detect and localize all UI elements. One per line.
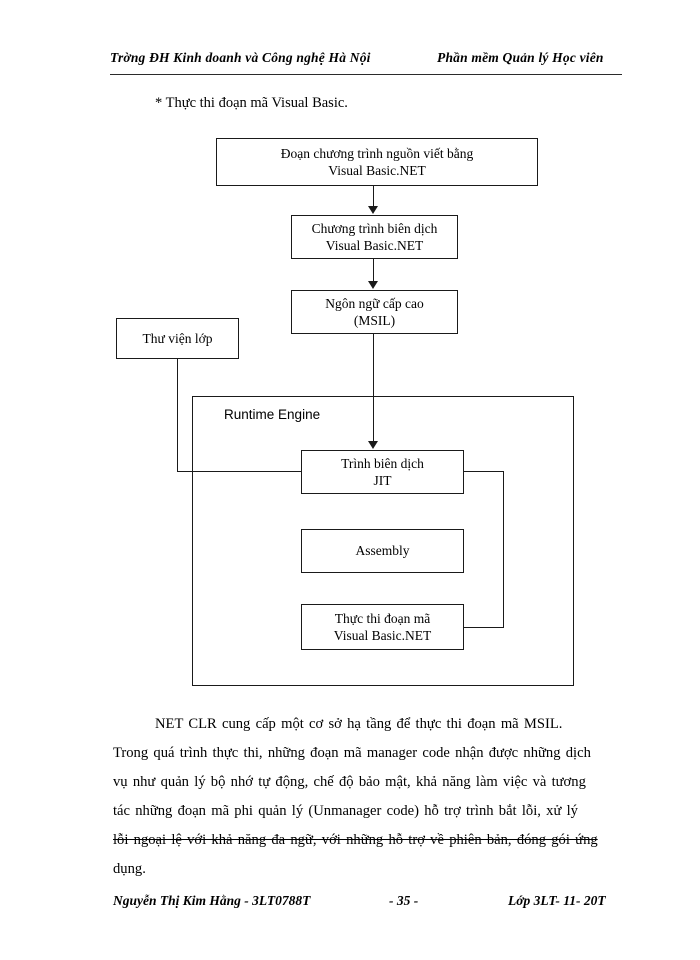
connector-library-drop	[177, 359, 178, 472]
header-university-name: Trờng ĐH Kinh doanh và Công nghệ Hà Nội	[110, 50, 371, 65]
runtime-engine-label: Runtime Engine	[224, 406, 320, 423]
node-source-code-line2: Visual Basic.NET	[328, 163, 426, 178]
node-msil-line2: (MSIL)	[353, 313, 396, 328]
node-source-code-line1: Đoạn chương trình nguồn viết bằng	[280, 145, 474, 161]
node-compiler: Chương trình biên dịch Visual Basic.NET	[291, 215, 458, 259]
connector-compiler-to-msil	[373, 259, 374, 282]
section-caption: * Thực thi đoạn mã Visual Basic.	[155, 95, 348, 111]
arrowhead-msil-icon	[368, 281, 378, 289]
node-execute-code: Thực thi đoạn mã Visual Basic.NET	[301, 604, 464, 650]
node-msil: Ngôn ngữ cấp cao (MSIL)	[291, 290, 458, 334]
node-execute-code-line2: Visual Basic.NET	[333, 628, 432, 643]
node-jit-compiler-line2: JIT	[373, 473, 392, 488]
connector-library-to-jit	[177, 471, 302, 472]
node-compiler-line2: Visual Basic.NET	[325, 238, 424, 253]
running-header: Trờng ĐH Kinh doanh và Công nghệ Hà Nội …	[110, 50, 620, 72]
arrowhead-jit-icon	[368, 441, 378, 449]
connector-msil-to-jit	[373, 334, 374, 442]
connector-jit-to-execute-drop	[503, 471, 504, 628]
body-line-4: tác những đoạn mã phi quản lý (Unmanager…	[113, 803, 578, 819]
node-assembly-line1: Assembly	[355, 543, 410, 559]
arrowhead-compiler-icon	[368, 206, 378, 214]
node-source-code: Đoạn chương trình nguồn viết bằng Visual…	[216, 138, 538, 186]
connector-source-to-compiler	[373, 186, 374, 208]
node-jit-compiler-line1: Trình biên dịch	[341, 455, 424, 471]
node-execute-code-line1: Thực thi đoạn mã	[334, 610, 431, 626]
header-software-title: Phần mềm Quản lý Học viên	[437, 50, 604, 65]
flowchart-diagram: Runtime Engine Đoạn chương trình nguồn v…	[116, 138, 574, 686]
node-assembly: Assembly	[301, 529, 464, 573]
connector-into-execute	[463, 627, 504, 628]
runtime-engine-label-line2: Engine	[278, 407, 321, 422]
footer-author: Nguyễn Thị Kim Hằng - 3LT0788T	[113, 893, 311, 908]
body-paragraph: NET CLR cung cấp một cơ sở hạ tầng để th…	[113, 710, 598, 884]
body-line-5-strikethrough: lỗi ngoại lệ với khả năng đa ngữ, với nh…	[113, 832, 598, 848]
runtime-engine-label-line1: Runtime	[224, 407, 275, 422]
node-class-library-line1: Thư viện lớp	[142, 330, 213, 346]
body-line-6: dụng.	[113, 861, 146, 877]
footer-class: Lớp 3LT- 11- 20T	[508, 893, 606, 908]
node-jit-compiler: Trình biên dịch JIT	[301, 450, 464, 494]
node-compiler-line1: Chương trình biên dịch	[311, 220, 438, 236]
node-msil-line1: Ngôn ngữ cấp cao	[325, 295, 424, 311]
connector-jit-out	[463, 471, 504, 472]
header-divider-rule	[110, 74, 622, 75]
body-line-1: NET CLR cung cấp một cơ sở hạ tầng để th…	[155, 716, 563, 732]
page-footer: Nguyễn Thị Kim Hằng - 3LT0788T - 35 - Lớ…	[113, 893, 613, 915]
node-class-library: Thư viện lớp	[116, 318, 239, 359]
footer-page-number: - 35 -	[389, 893, 419, 908]
body-line-2: Trong quá trình thực thi, những đoạn mã …	[113, 745, 591, 761]
body-line-3: vụ như quản lý bộ nhớ tự động, chế độ bả…	[113, 774, 586, 790]
